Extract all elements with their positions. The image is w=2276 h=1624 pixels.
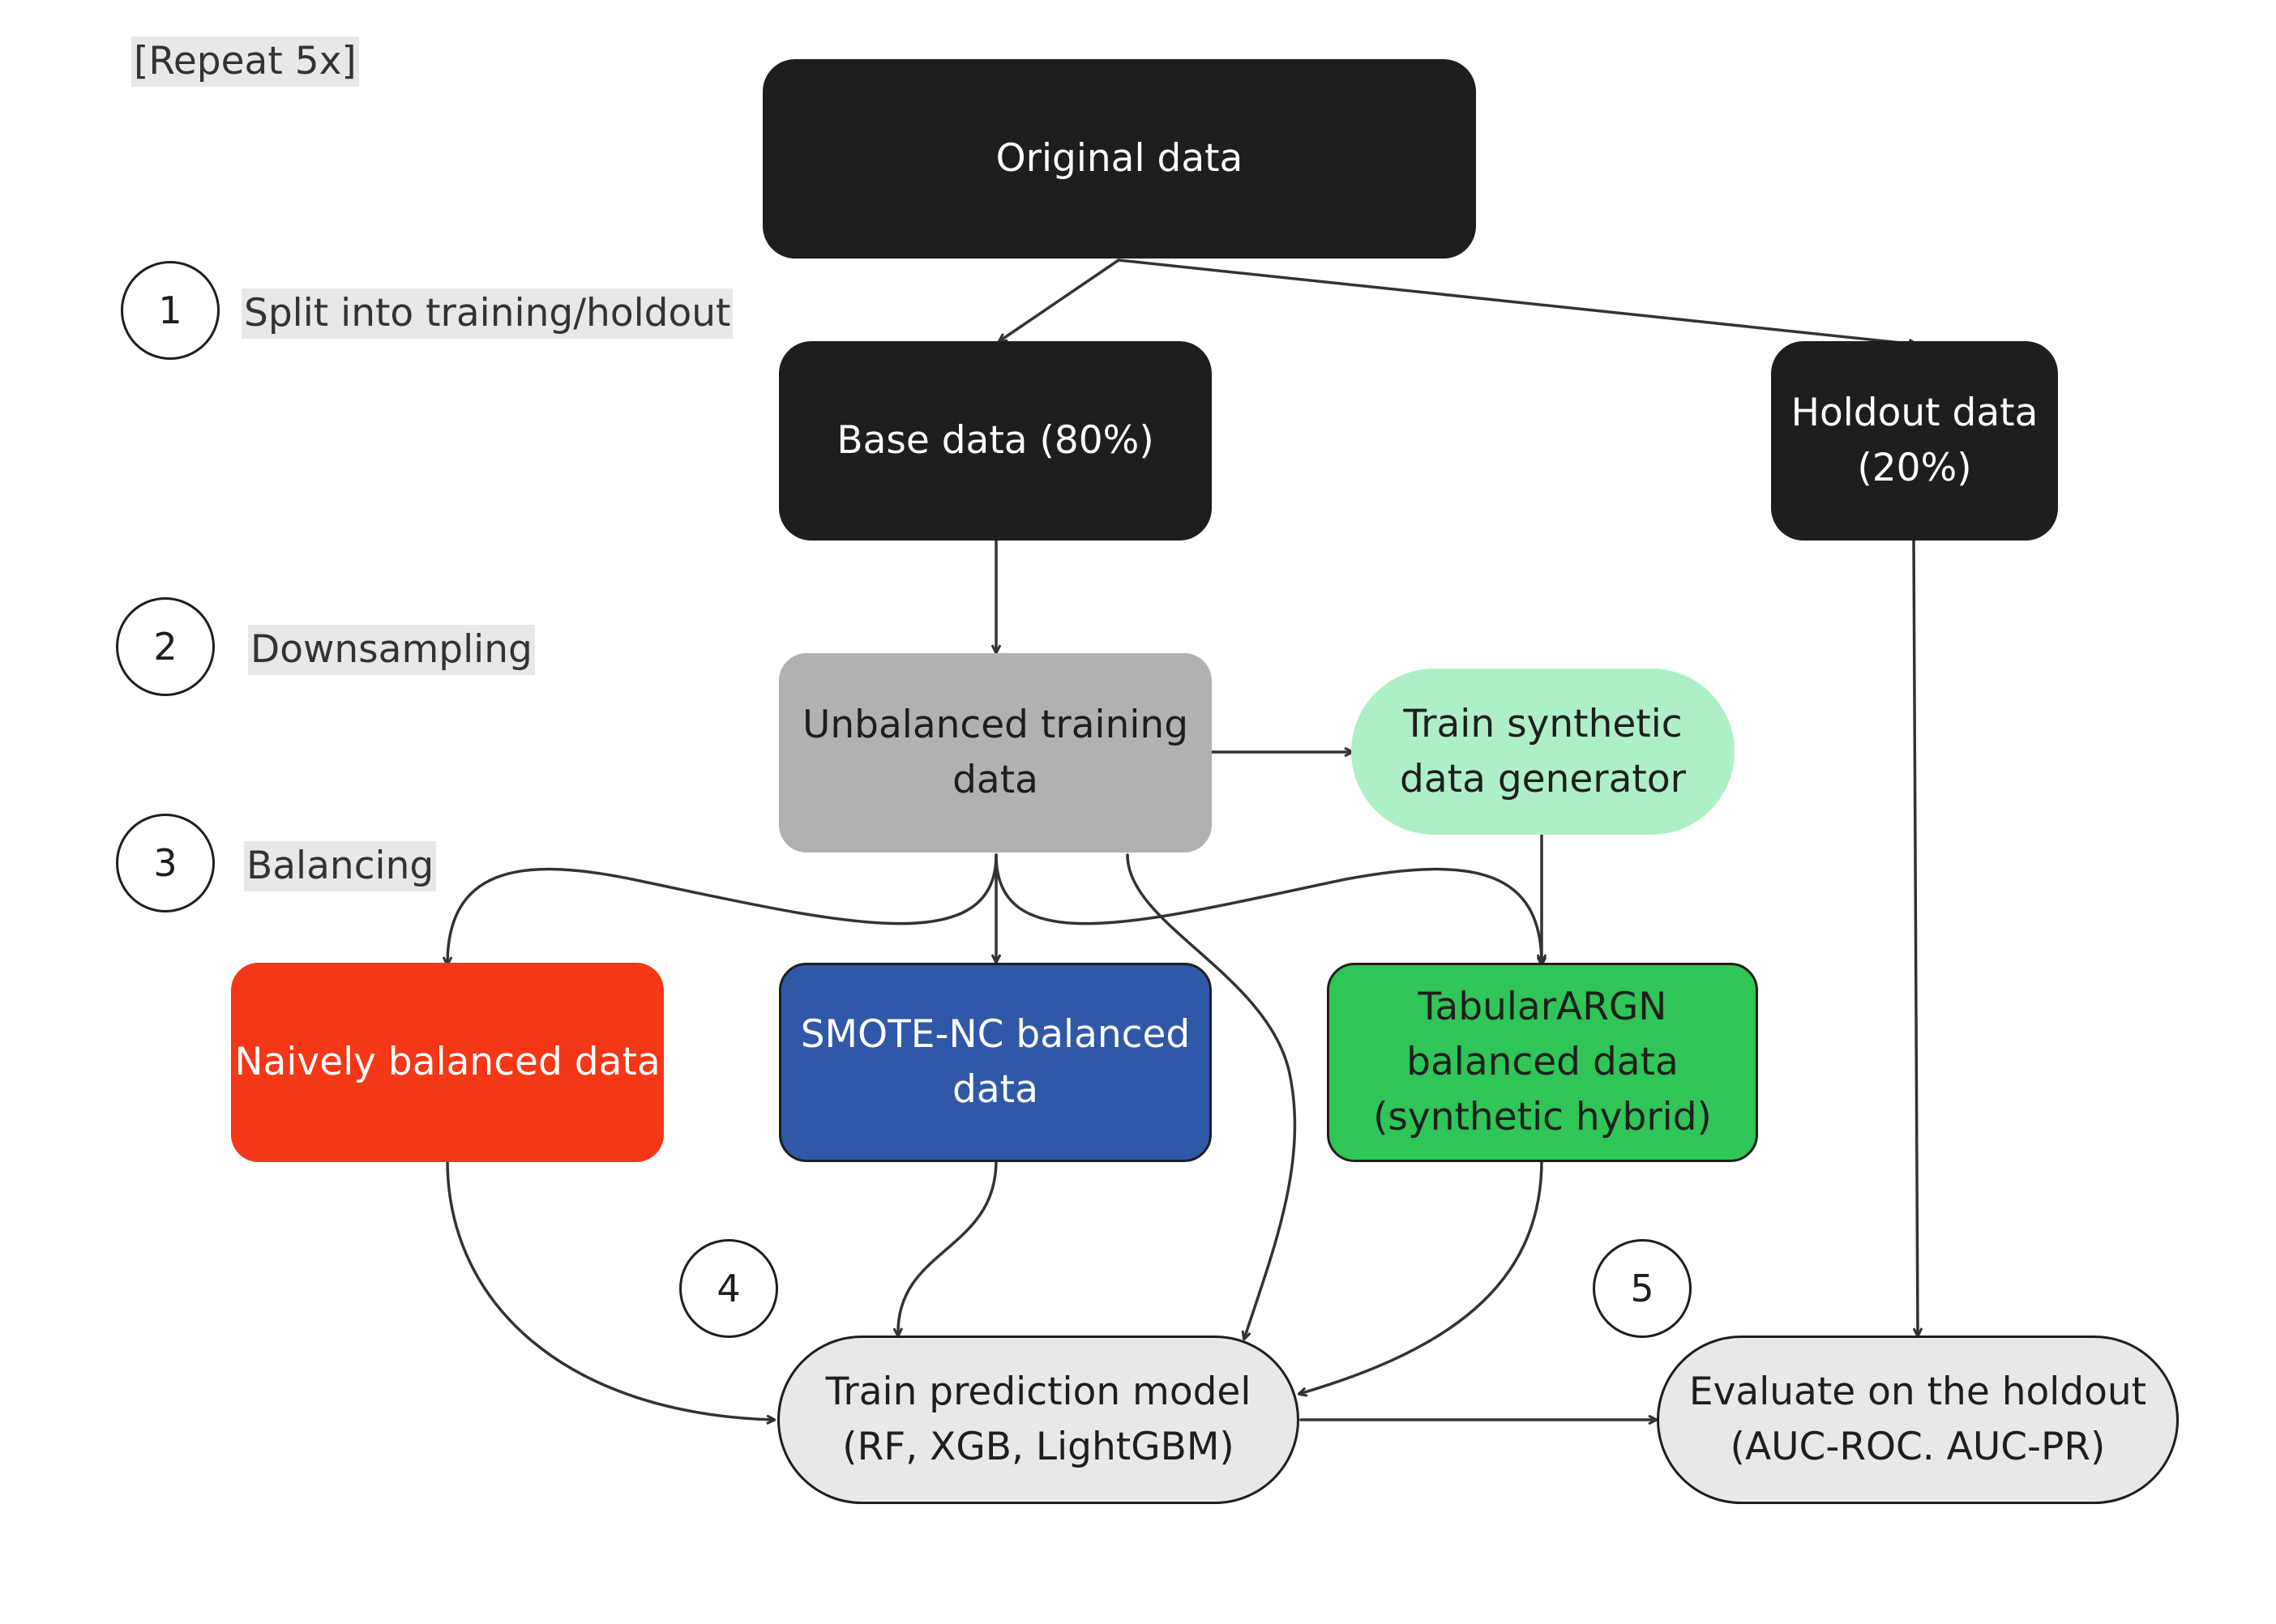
step-1-label: Split into training/holdout	[242, 288, 734, 339]
step-2-marker: 2	[116, 597, 215, 696]
step-3-label: Balancing	[244, 841, 437, 891]
node-tabularargn-balanced-data: TabularARGN balanced data (synthetic hyb…	[1327, 963, 1758, 1162]
arrow-naive-to-train	[446, 1159, 774, 1420]
node-base-data: Base data (80%)	[779, 341, 1212, 541]
node-synthetic-data-generator: Train synthetic data generator	[1351, 669, 1735, 835]
arrow-original-to-base	[999, 259, 1120, 341]
node-original-data: Original data	[763, 59, 1476, 259]
node-evaluate-on-holdout: Evaluate on the holdout (AUC-ROC. AUC-PR…	[1657, 1336, 2179, 1504]
arrow-smote-to-train	[898, 1159, 998, 1336]
node-holdout-data: Holdout data (20%)	[1771, 341, 2058, 541]
node-unbalanced-training-data: Unbalanced training data	[779, 653, 1212, 853]
arrow-original-to-holdout	[1117, 259, 1916, 344]
repeat-label: [Repeat 5x]	[131, 36, 359, 87]
node-naively-balanced-data: Naively balanced data	[231, 963, 664, 1162]
arrow-unbalanced-to-naive	[447, 853, 998, 964]
arrow-holdout-to-evaluate	[1912, 539, 1918, 1336]
step-1-marker: 1	[121, 261, 220, 360]
step-4-marker: 4	[679, 1239, 778, 1338]
step-2-label: Downsampling	[248, 625, 535, 675]
arrow-tabular-to-train	[1299, 1159, 1543, 1394]
arrow-unbalanced-to-tabular	[995, 853, 1542, 964]
node-train-prediction-model: Train prediction model (RF, XGB, LightGB…	[777, 1336, 1299, 1504]
arrow-unbalanced-to-train	[1126, 853, 1297, 1339]
step-5-marker: 5	[1593, 1239, 1692, 1338]
step-3-marker: 3	[116, 814, 215, 912]
node-smote-nc-balanced-data: SMOTE-NC balanced data	[779, 963, 1212, 1162]
